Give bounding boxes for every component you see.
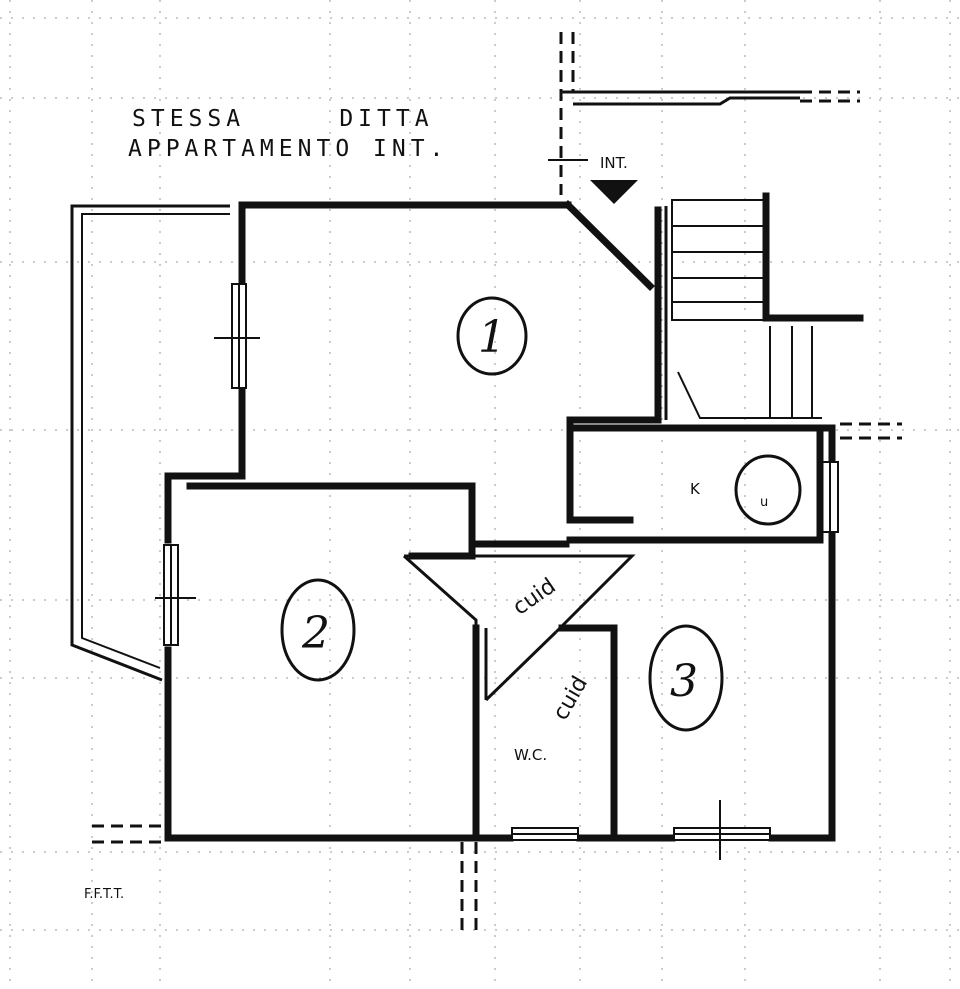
room-1-number: 1: [478, 312, 506, 363]
wc-label: W.C.: [514, 746, 547, 764]
entrance-label: INT.: [600, 154, 628, 172]
corridor-outline: [403, 554, 636, 702]
scribble-text: F.F.T.T.: [84, 887, 124, 902]
service-lines: [92, 422, 902, 930]
windows: [155, 283, 839, 860]
caption-line-2: APPARTAMENTO INT.: [128, 136, 448, 162]
room-2-number: 2: [301, 608, 330, 659]
room-3-number: 3: [670, 656, 698, 707]
room-2-circle: [280, 578, 356, 682]
kitchen-sink-circle: [734, 454, 802, 526]
wc-handwriting: cuid: [548, 672, 593, 724]
interior-walls: [186, 424, 824, 842]
caption-line-1: STESSA DITTA: [132, 106, 434, 132]
exterior-walls: [164, 200, 836, 842]
corridor-handwriting: cuid: [508, 574, 560, 621]
kitchen-label: K: [690, 480, 701, 498]
room-3-circle: [648, 624, 724, 732]
balcony: [70, 204, 230, 682]
adjacent-boundary: [548, 32, 860, 195]
room-1-circle: [456, 296, 528, 376]
staircase: [671, 192, 864, 419]
kitchen-sink-label: u: [760, 495, 768, 510]
entrance-arrow-icon: [590, 180, 638, 204]
